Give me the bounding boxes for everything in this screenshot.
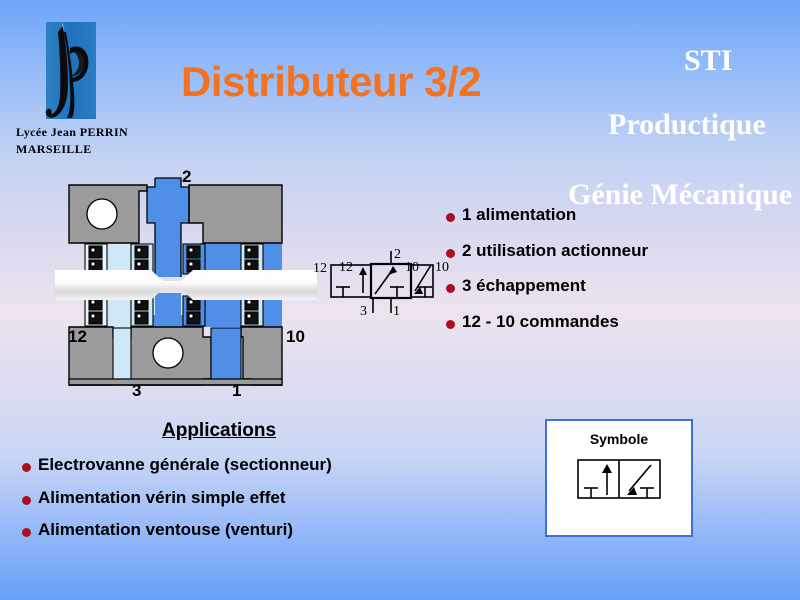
cross-section-label-port-1: 1	[232, 381, 242, 400]
schematic-label-outer-right: 10	[435, 260, 449, 275]
header-line-productique: Productique	[608, 108, 766, 141]
cross-section-label-port-2: 2	[182, 167, 192, 186]
list-item-label: Alimentation vérin simple effet	[38, 487, 286, 507]
schematic-label-inner-left: 12	[339, 260, 353, 275]
logo-caption: Lycée Jean PERRIN MARSEILLE	[16, 124, 166, 159]
applications-list: Electrovanne générale (sectionneur) Alim…	[22, 455, 332, 540]
list-item-label: 2 utilisation actionneur	[462, 240, 649, 260]
bullet-dot-icon	[22, 463, 31, 472]
cross-section-label-pilot-10: 10	[286, 327, 305, 346]
valve-cross-section-diagram	[55, 165, 325, 405]
logo-caption-line2: MARSEILLE	[16, 142, 92, 157]
bullet-dot-icon	[22, 528, 31, 538]
list-item-label: 1 alimentation	[462, 205, 577, 224]
list-item: Electrovanne générale (sectionneur)	[22, 455, 332, 475]
list-item: 2 utilisation actionneur	[446, 240, 649, 261]
schematic-label-outer-left: 12	[313, 261, 327, 276]
bullet-dot-icon	[446, 213, 455, 222]
bullet-dot-icon	[446, 284, 455, 294]
list-item: Alimentation ventouse (venturi)	[22, 521, 332, 540]
symbole-heading: Symbole	[589, 431, 649, 447]
symbole-panel: Symbole	[545, 419, 693, 537]
schematic-label-port-3: 3	[360, 304, 367, 319]
list-item: 1 alimentation	[446, 205, 648, 225]
schematic-label-top: 2	[394, 247, 401, 262]
jp-glyph-icon	[45, 22, 89, 118]
logo-caption-line1: Lycée Jean PERRIN	[16, 125, 129, 139]
page-title: Distributeur 3/2	[181, 58, 482, 105]
list-item-label: Alimentation ventouse (venturi)	[38, 520, 294, 540]
valve-schematic-inline: 12 12 2 10 10 3 1	[313, 247, 449, 325]
applications-heading: Applications	[162, 420, 277, 441]
valve-schematic-svg	[330, 251, 434, 313]
port-definitions-list: 1 alimentation 2 utilisation actionneur …	[446, 205, 649, 332]
list-item: Alimentation vérin simple effet	[22, 487, 332, 508]
bullet-dot-icon	[446, 248, 455, 258]
list-item-label: 12 - 10 commandes	[462, 312, 619, 332]
cross-section-label-pilot-12: 12	[68, 327, 87, 346]
header-line-genie-mecanique: Génie Mécanique	[568, 178, 793, 211]
valve-3-2-symbol-icon	[577, 459, 661, 499]
list-item-label: 3 échappement	[462, 276, 586, 296]
list-item-label: Electrovanne générale (sectionneur)	[38, 455, 332, 474]
schematic-label-inner-right: 10	[405, 260, 419, 275]
header-line-sti: STI	[684, 44, 733, 77]
list-item: 12 - 10 commandes	[446, 312, 648, 332]
bullet-dot-icon	[22, 495, 31, 505]
jp-monogram-icon	[40, 22, 96, 122]
bullet-dot-icon	[446, 320, 455, 330]
school-logo: Lycée Jean PERRIN MARSEILLE	[16, 22, 166, 159]
schematic-label-port-1: 1	[393, 304, 400, 319]
valve-cross-section-svg	[55, 177, 317, 386]
list-item: 3 échappement	[446, 277, 648, 296]
cross-section-label-port-3: 3	[132, 381, 142, 400]
